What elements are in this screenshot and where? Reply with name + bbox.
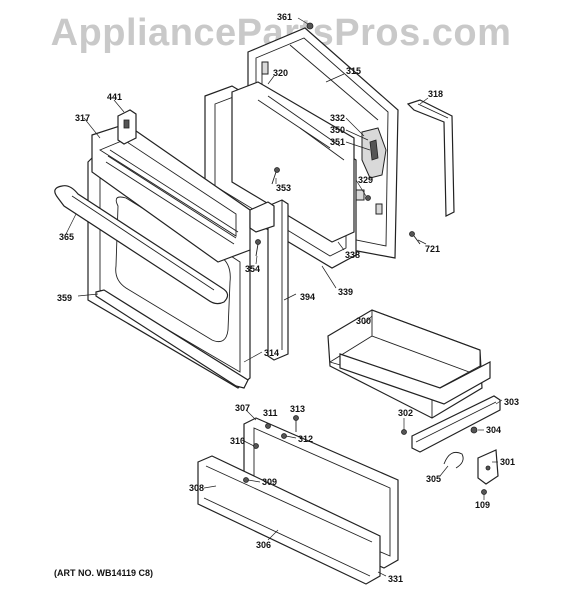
label-441: 441	[107, 92, 122, 102]
screw-310	[253, 443, 259, 449]
label-314: 314	[264, 348, 279, 358]
label-351: 351	[330, 137, 345, 147]
label-302: 302	[398, 408, 413, 418]
door-gasket-strip	[406, 99, 455, 217]
door-hinge-bracket	[249, 201, 275, 233]
spring-clip	[443, 451, 464, 469]
label-318: 318	[428, 89, 443, 99]
screw-721	[409, 231, 421, 245]
label-721: 721	[425, 244, 440, 254]
label-109: 109	[475, 500, 490, 510]
leader-lines	[65, 17, 503, 577]
drawer-front-trim	[197, 455, 381, 585]
screw-311	[265, 423, 271, 429]
label-313: 313	[290, 404, 305, 414]
label-300: 300	[356, 316, 371, 326]
label-317: 317	[75, 113, 90, 123]
fastener-302	[401, 429, 407, 435]
drawer-slide-rail	[411, 395, 501, 453]
label-305: 305	[426, 474, 441, 484]
drawer-box	[327, 309, 491, 419]
door-bottom-trim	[95, 289, 249, 389]
label-394: 394	[300, 292, 315, 302]
label-338: 338	[345, 250, 360, 260]
label-307: 307	[235, 403, 250, 413]
door-handle	[54, 185, 229, 305]
part-labels: 361 320 315 318 441 317 332 350 351 329 …	[57, 12, 519, 584]
label-303: 303	[504, 397, 519, 407]
label-311: 311	[263, 408, 278, 418]
door-side-post	[267, 199, 289, 361]
screw-329	[365, 195, 371, 201]
fastener-109	[481, 489, 487, 495]
label-315: 315	[346, 66, 361, 76]
label-304: 304	[486, 425, 501, 435]
screw-361	[306, 22, 314, 30]
label-301: 301	[500, 457, 515, 467]
label-350: 350	[330, 125, 345, 135]
label-312: 312	[298, 434, 313, 444]
door-glass-pane	[231, 81, 355, 243]
label-365: 365	[59, 232, 74, 242]
screw-309	[243, 477, 249, 483]
door-bracket	[117, 109, 137, 145]
screw-354	[255, 239, 261, 257]
label-306: 306	[256, 540, 271, 550]
label-361: 361	[277, 12, 292, 22]
fastener-304	[470, 426, 478, 434]
label-308: 308	[189, 483, 204, 493]
label-332: 332	[330, 113, 345, 123]
screw-313	[293, 415, 299, 432]
screw-312	[281, 433, 287, 439]
label-354: 354	[245, 264, 260, 274]
label-359: 359	[57, 293, 72, 303]
label-339: 339	[338, 287, 353, 297]
screw-353	[271, 167, 280, 185]
label-309: 309	[262, 477, 277, 487]
label-331: 331	[388, 574, 403, 584]
label-310: 310	[230, 436, 245, 446]
drawer-rail-bracket	[477, 449, 499, 485]
label-329: 329	[358, 175, 373, 185]
insulation-shield	[361, 127, 387, 179]
art-number: (ART NO. WB14119 C8)	[54, 568, 154, 578]
label-320: 320	[273, 68, 288, 78]
label-353: 353	[276, 183, 291, 193]
